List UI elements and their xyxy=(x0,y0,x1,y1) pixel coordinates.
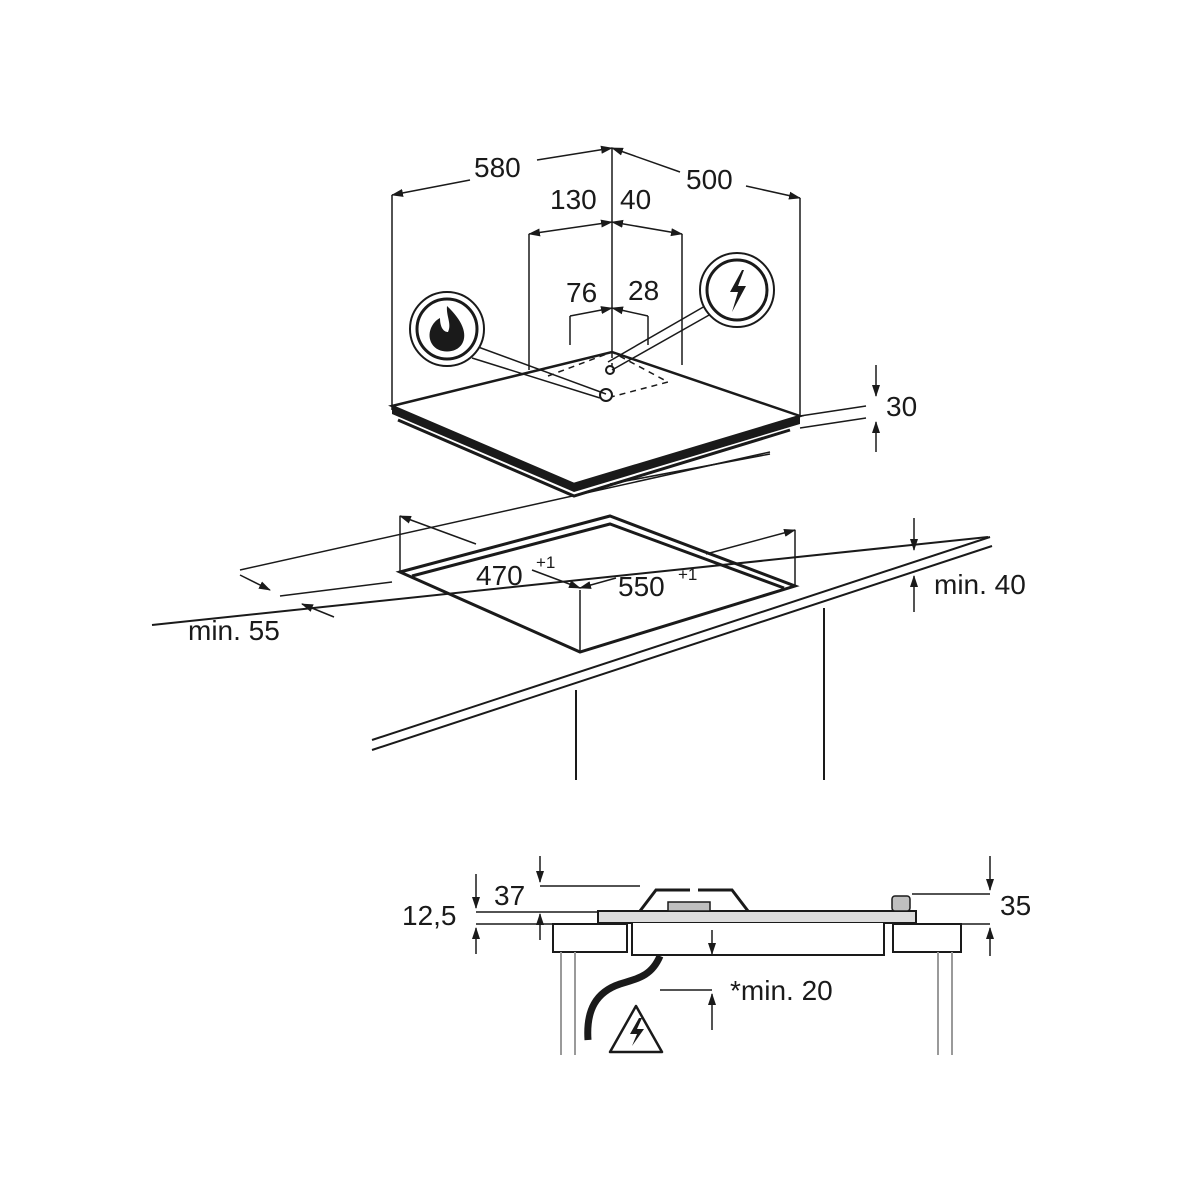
clearance-min-20-label: *min. 20 xyxy=(730,975,833,1006)
gas-flame-icon xyxy=(409,291,607,399)
hob-height-30-label: 30 xyxy=(886,391,917,422)
top-dimension-lines xyxy=(391,145,880,452)
knob-height-35-label: 35 xyxy=(1000,890,1031,921)
electric-connection-point xyxy=(605,365,615,375)
cutout-width-tolerance: +1 xyxy=(678,565,697,584)
electric-depth-28-label: 28 xyxy=(628,275,659,306)
electric-warning-icon xyxy=(608,1004,664,1054)
worktop-cutout xyxy=(151,451,993,780)
gas-connection-point xyxy=(599,388,613,402)
side-section xyxy=(472,856,994,1055)
burner-height-37-label: 37 xyxy=(494,880,525,911)
worktop-min-40-label: min. 40 xyxy=(934,569,1026,600)
gas-offset-130-label: 130 xyxy=(550,184,597,215)
gas-depth-76-label: 76 xyxy=(566,277,597,308)
cutout-width-550-label: 550 xyxy=(618,571,665,602)
cutout-depth-tolerance: +1 xyxy=(536,553,555,572)
front-min-55-label: min. 55 xyxy=(188,615,280,646)
depth-500-label: 500 xyxy=(686,164,733,195)
hob-height-12-5-label: 12,5 xyxy=(402,900,457,931)
electric-bolt-icon xyxy=(607,252,775,371)
width-580-label: 580 xyxy=(474,152,521,183)
electric-offset-40-label: 40 xyxy=(620,184,651,215)
cutout-depth-470-label: 470 xyxy=(476,560,523,591)
